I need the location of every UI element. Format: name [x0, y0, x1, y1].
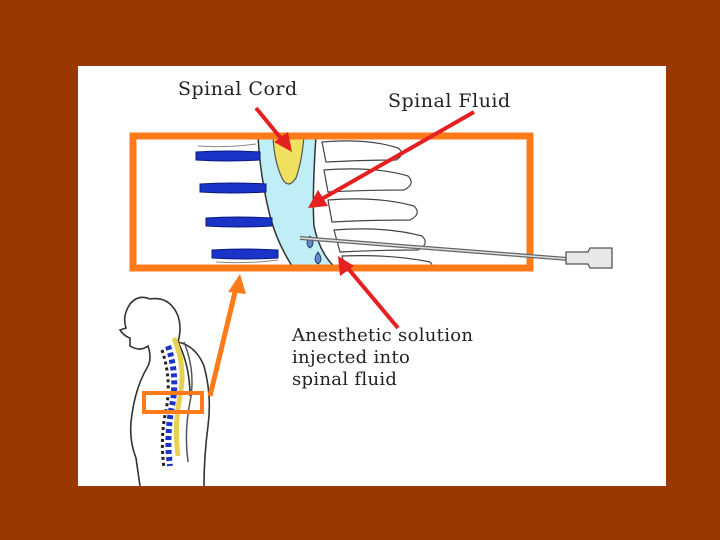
anesthetic-label-line: Anesthetic solution: [292, 325, 474, 346]
needle: [299, 236, 613, 269]
spinal-cord-arrow: [254, 106, 286, 144]
zoom-connector-arrow: [207, 274, 246, 397]
diagram-panel: Spinal Cord Spinal Fluid Anesthetic solu…: [78, 66, 666, 486]
intervertebral-discs: [195, 150, 279, 260]
spinal-fluid-arrow: [319, 110, 475, 202]
anesthetic-label-line: spinal fluid: [292, 369, 398, 390]
mini-spine: [160, 337, 193, 469]
lumbar-highlight-box: [142, 391, 204, 414]
spinal-cord-label: Spinal Cord: [178, 78, 298, 100]
spinal-fluid-label: Spinal Fluid: [388, 90, 511, 112]
spinal-cord-shape: [272, 136, 305, 185]
zoom-highlight-box: [129, 132, 534, 272]
spinous-processes: [321, 140, 433, 268]
pointer-arrows: [254, 106, 475, 330]
anesthetic-label: Anesthetic solution injected into spinal…: [292, 325, 473, 391]
syringe-hub: [565, 247, 613, 269]
anesthetic-arrow: [344, 264, 400, 330]
anesthetic-label-line: injected into: [292, 347, 411, 368]
spinal-anesthesia-illustration: [118, 106, 613, 486]
